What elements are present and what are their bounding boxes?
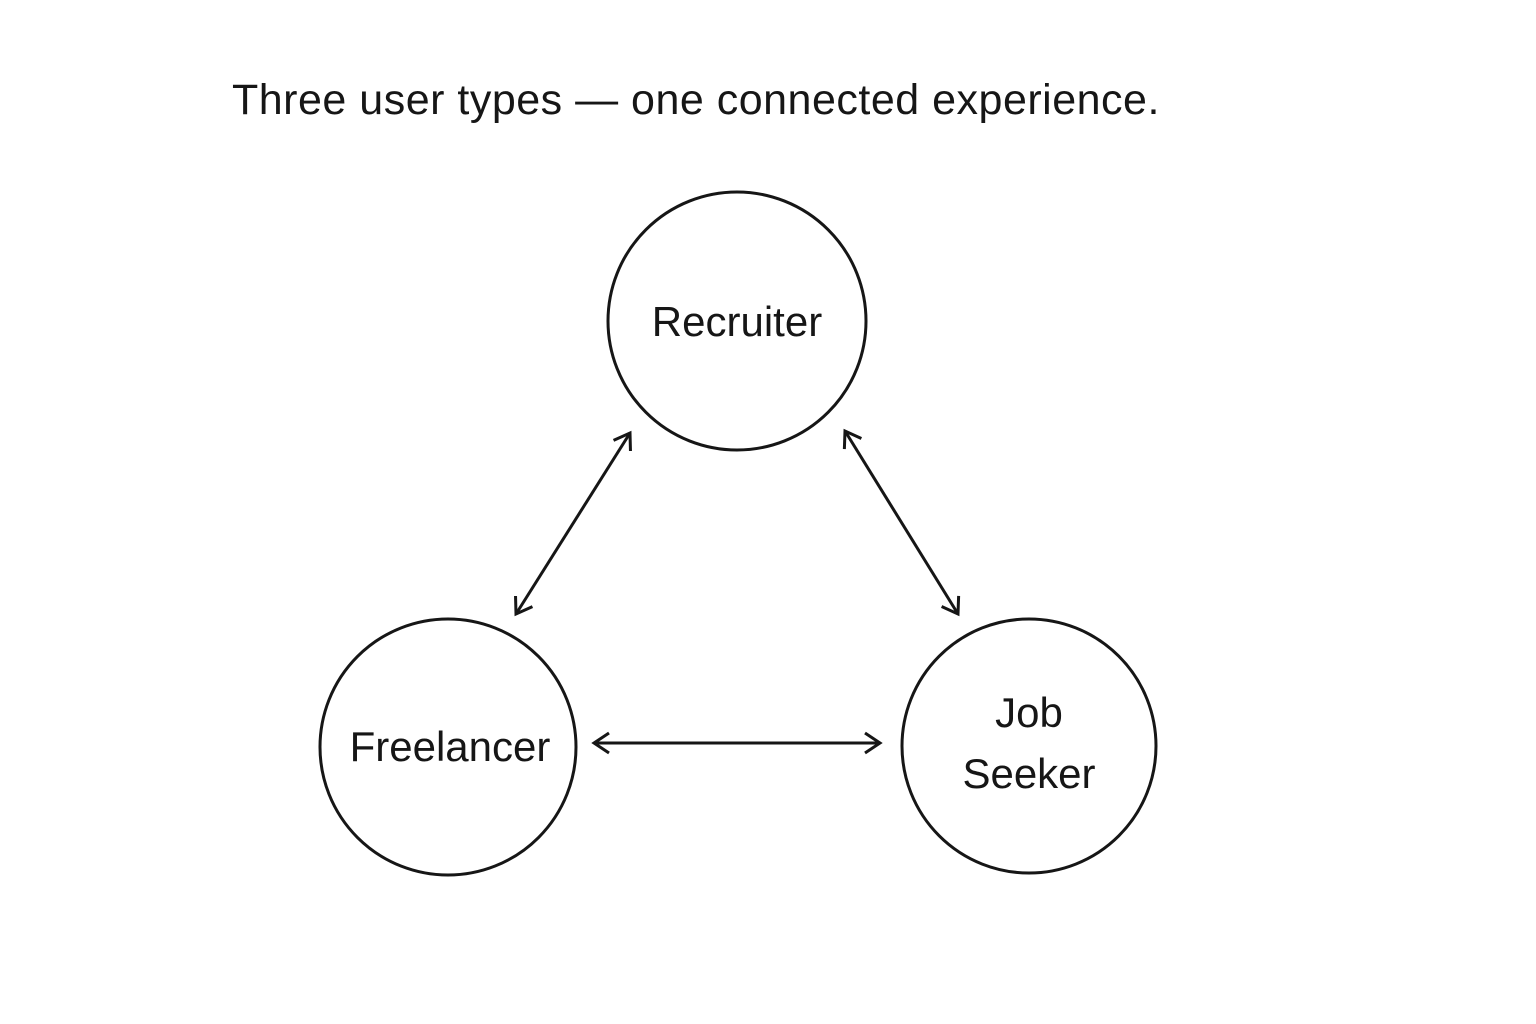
- recruiter-label: Recruiter: [652, 298, 822, 345]
- recruiter-circle: [606, 190, 868, 452]
- freelancer-label: Freelancer: [350, 723, 551, 770]
- edge-freelancer-recruiter-arrow: [514, 430, 632, 617]
- node-freelancer: Freelancer: [318, 617, 578, 877]
- job-seeker-label-line2: Seeker: [962, 750, 1095, 797]
- page-title: Three user types — one connected experie…: [232, 76, 1160, 124]
- job-seeker-label-line1: Job: [995, 689, 1063, 736]
- node-job-seeker: Job Seeker: [900, 617, 1158, 875]
- job-seeker-circle: [900, 617, 1158, 875]
- freelancer-circle: [318, 617, 578, 877]
- node-recruiter: Recruiter: [606, 190, 868, 452]
- edge-recruiter-jobseeker-arrow: [842, 428, 961, 617]
